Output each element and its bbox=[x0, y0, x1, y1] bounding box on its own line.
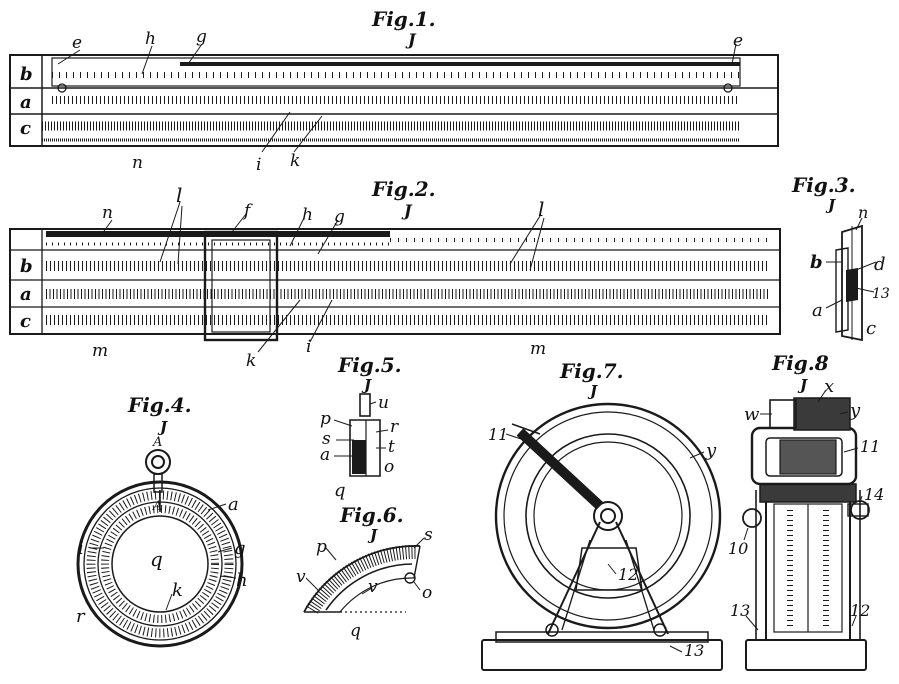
fig1-slide-rule bbox=[9, 54, 779, 147]
fig2-label-l-left: l bbox=[176, 183, 182, 207]
fig3-label-b: b bbox=[810, 252, 823, 273]
figure-3: Fig.3. J n b d 13 a c bbox=[791, 173, 890, 342]
fig8-side-view bbox=[742, 397, 870, 671]
fig5-section bbox=[349, 393, 381, 477]
fig6-label-v-mid: v bbox=[368, 577, 378, 597]
fig1-label-e-left: e bbox=[72, 33, 82, 53]
fig1-label-c: c bbox=[20, 118, 31, 139]
fig1-label-b: b bbox=[20, 64, 33, 85]
fig4-label-a: a bbox=[228, 494, 239, 515]
fig3-label-a: a bbox=[812, 300, 823, 321]
figure-1: Fig.1. J e h g e b a bbox=[9, 7, 779, 175]
fig2-label-h: h bbox=[302, 205, 313, 225]
svg-text:J: J bbox=[405, 30, 417, 49]
fig5-label-s: s bbox=[322, 429, 331, 449]
fig8-label-y: y bbox=[849, 400, 861, 421]
fig2-label-m-left: m bbox=[92, 341, 108, 361]
figure-6: Fig.6. J s p v v o q bbox=[296, 503, 433, 641]
fig5-title: Fig.5. bbox=[337, 353, 402, 377]
fig2-label-f: f bbox=[242, 201, 253, 221]
fig4-label-h: h bbox=[236, 570, 248, 591]
fig5-label-a: a bbox=[320, 445, 330, 465]
fig5-label-o: o bbox=[384, 457, 394, 477]
fig8-label-13: 13 bbox=[730, 601, 750, 620]
fig3-title: Fig.3. bbox=[791, 173, 856, 197]
fig6-label-s: s bbox=[424, 525, 433, 545]
fig7-wheel-apparatus bbox=[481, 402, 723, 671]
svg-text:J: J bbox=[367, 526, 378, 544]
fig6-label-o: o bbox=[422, 583, 432, 603]
fig6-label-p: p bbox=[316, 537, 327, 557]
fig1-label-n: n bbox=[132, 153, 143, 173]
figure-7: Fig.7. J 11 y bbox=[481, 359, 723, 671]
svg-text:J: J bbox=[157, 418, 168, 436]
fig8-label-14: 14 bbox=[864, 485, 884, 504]
svg-text:J: J bbox=[361, 376, 372, 394]
fig6-title: Fig.6. bbox=[339, 503, 404, 527]
fig8-label-w: w bbox=[744, 404, 760, 425]
fig2-label-a: a bbox=[20, 284, 32, 305]
fig1-label-a: a bbox=[20, 92, 32, 113]
fig4-label-g: g bbox=[234, 538, 246, 559]
fig4-label-q: q bbox=[150, 547, 163, 571]
fig7-title: Fig.7. bbox=[559, 359, 624, 383]
fig2-label-n: n bbox=[102, 203, 113, 223]
fig4-circular-rule bbox=[76, 449, 244, 648]
fig6-section bbox=[303, 544, 421, 614]
fig7-label-y: y bbox=[705, 440, 717, 461]
fig6-label-v-left: v bbox=[296, 567, 306, 587]
fig2-label-i: i bbox=[306, 337, 311, 357]
fig4-label-A-top: A bbox=[152, 435, 162, 450]
fig5-label-u: u bbox=[378, 393, 389, 413]
fig8-label-10: 10 bbox=[728, 539, 748, 558]
figure-2: Fig.2. J n l bbox=[9, 177, 781, 371]
fig2-label-g: g bbox=[334, 207, 345, 227]
fig4-label-A-bottom: A bbox=[152, 499, 162, 514]
fig3-label-n: n bbox=[858, 203, 868, 222]
fig2-label-k: k bbox=[246, 351, 256, 371]
fig8-label-12: 12 bbox=[850, 601, 870, 620]
figure-4: Fig.4. J A A a i g q h k r bbox=[76, 393, 248, 648]
fig3-cross-section bbox=[835, 224, 863, 342]
fig1-label-k: k bbox=[290, 151, 300, 171]
fig3-label-c: c bbox=[866, 318, 876, 339]
fig5-label-r: r bbox=[390, 417, 399, 437]
fig1-label-i: i bbox=[256, 155, 261, 175]
fig1-label-h: h bbox=[145, 29, 156, 49]
fig4-label-i: i bbox=[78, 538, 84, 559]
fig1-title: Fig.1. bbox=[371, 7, 436, 31]
fig2-label-l-right: l bbox=[538, 197, 544, 221]
fig6-label-q: q bbox=[350, 621, 361, 641]
fig4-label-r: r bbox=[76, 606, 86, 627]
fig2-label-b: b bbox=[20, 256, 33, 277]
svg-text:J: J bbox=[401, 201, 413, 220]
fig8-label-11: 11 bbox=[860, 437, 880, 456]
fig8-label-x: x bbox=[824, 376, 834, 397]
fig5-label-p: p bbox=[320, 409, 331, 429]
fig7-label-11: 11 bbox=[488, 425, 508, 444]
fig3-label-13: 13 bbox=[872, 286, 890, 302]
fig2-title: Fig.2. bbox=[371, 177, 436, 201]
figure-5: Fig.5. J u p r s t a o q bbox=[320, 353, 402, 501]
fig7-label-12: 12 bbox=[618, 565, 638, 584]
fig4-label-k: k bbox=[172, 580, 183, 601]
fig5-label-q: q bbox=[334, 480, 346, 501]
fig5-label-t: t bbox=[388, 437, 395, 457]
fig1-label-e-right: e bbox=[733, 31, 743, 51]
fig1-label-g: g bbox=[196, 27, 207, 47]
fig3-label-d: d bbox=[874, 254, 886, 275]
fig4-title: Fig.4. bbox=[127, 393, 192, 417]
svg-text:J: J bbox=[587, 382, 598, 400]
fig2-slide-rule bbox=[9, 228, 781, 342]
fig8-title: Fig.8 bbox=[771, 351, 829, 375]
fig2-label-c: c bbox=[20, 311, 31, 332]
svg-text:J: J bbox=[825, 196, 836, 214]
fig7-label-13: 13 bbox=[684, 641, 704, 660]
svg-text:J: J bbox=[797, 376, 808, 394]
fig2-label-m-right: m bbox=[530, 339, 546, 359]
figure-8: Fig.8 J bbox=[728, 351, 884, 671]
